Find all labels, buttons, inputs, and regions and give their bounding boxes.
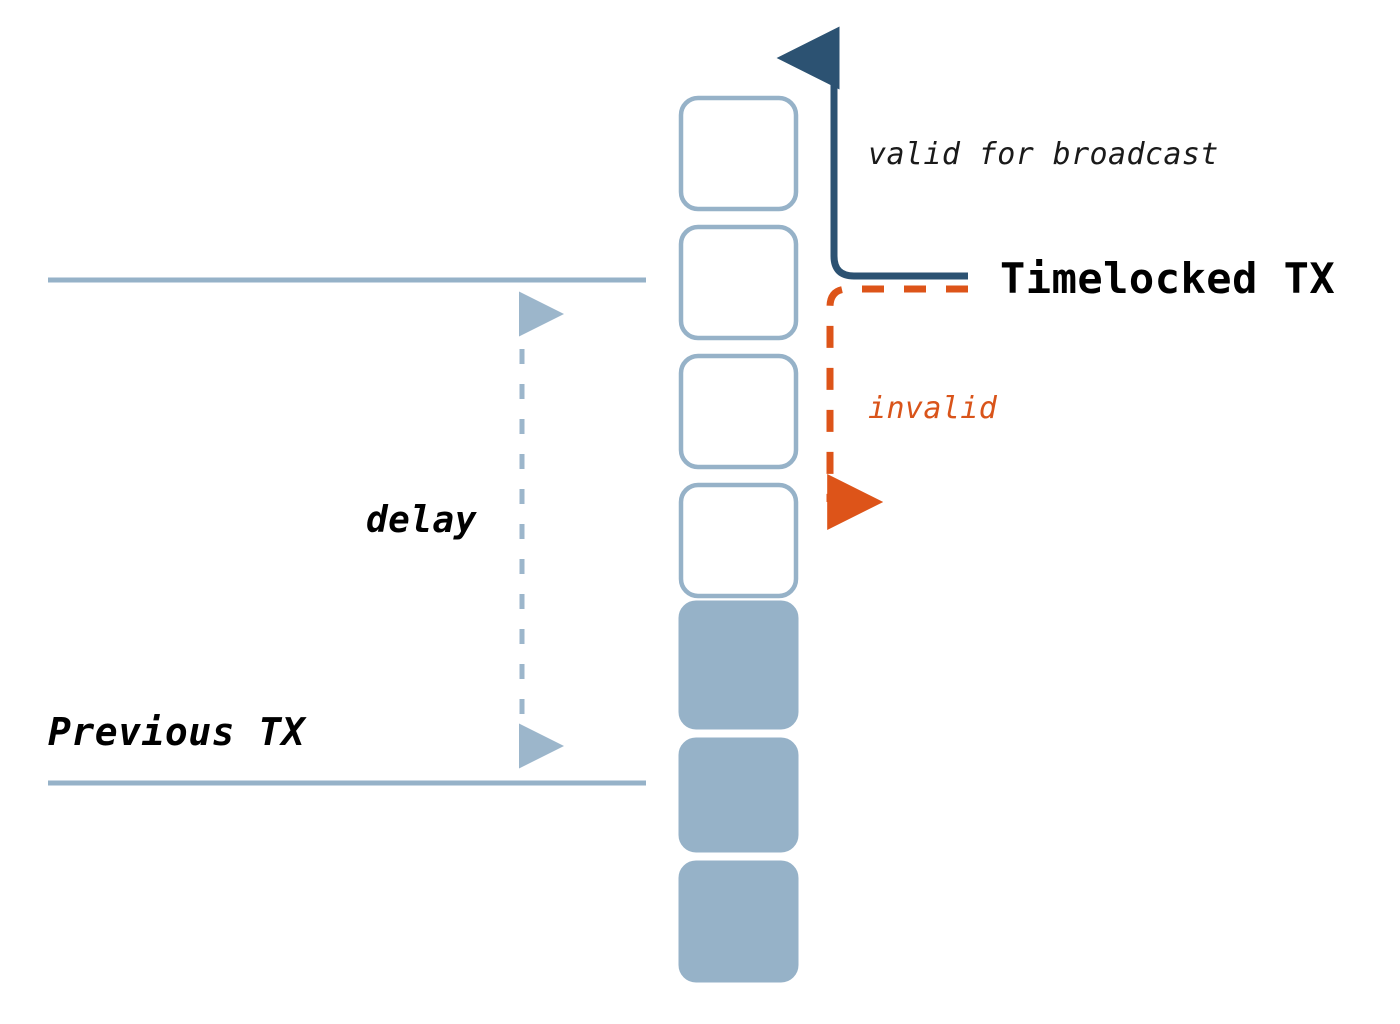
- block-5-filled: [678, 600, 799, 730]
- block-2-empty: [678, 224, 799, 341]
- delay-label: delay: [366, 500, 477, 541]
- block-3-empty: [678, 353, 799, 470]
- invalid-label: invalid: [868, 391, 998, 426]
- previous-tx-label: Previous TX: [48, 710, 306, 754]
- timelocked-tx-label: Timelocked TX: [1000, 254, 1336, 303]
- block-7-filled: [678, 860, 799, 983]
- block-4-empty: [678, 482, 799, 599]
- block-1-empty: [678, 95, 799, 212]
- valid-for-broadcast-branch: [776, 26, 968, 280]
- valid-for-broadcast-label: valid for broadcast: [868, 137, 1219, 172]
- invalid-branch: [826, 285, 968, 530]
- block-6-filled: [678, 737, 799, 853]
